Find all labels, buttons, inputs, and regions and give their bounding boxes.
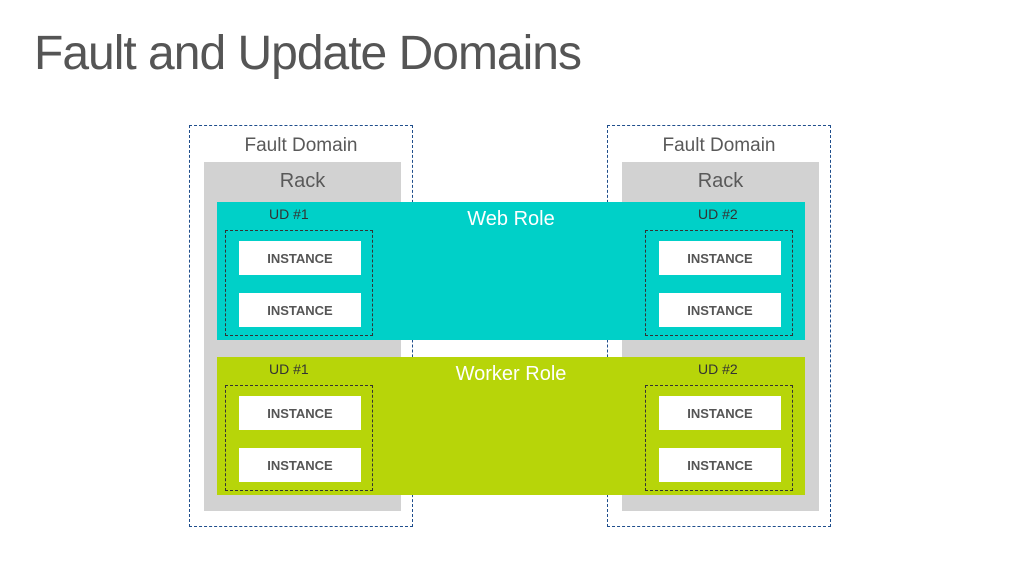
update-domain-box: INSTANCE INSTANCE [645, 385, 793, 491]
slide-title: Fault and Update Domains [34, 27, 582, 80]
instance-box: INSTANCE [659, 448, 781, 482]
web-role-band: Web Role UD #1 INSTANCE INSTANCE UD #2 I… [217, 202, 805, 340]
update-domain-label: UD #1 [269, 361, 309, 377]
update-domain-label: UD #2 [698, 206, 738, 222]
instance-box: INSTANCE [659, 293, 781, 327]
update-domain-label: UD #1 [269, 206, 309, 222]
instance-box: INSTANCE [659, 241, 781, 275]
instance-box: INSTANCE [239, 448, 361, 482]
instance-box: INSTANCE [239, 293, 361, 327]
instance-box: INSTANCE [239, 396, 361, 430]
rack-label: Rack [279, 170, 326, 192]
fault-domain-label: Fault Domain [244, 135, 358, 156]
worker-role-label: Worker Role [455, 363, 567, 385]
update-domain-box: INSTANCE INSTANCE [645, 230, 793, 336]
instance-box: INSTANCE [659, 396, 781, 430]
update-domain-box: INSTANCE INSTANCE [225, 230, 373, 336]
fault-domain-label: Fault Domain [662, 135, 776, 156]
web-role-label: Web Role [467, 208, 555, 230]
update-domain-box: INSTANCE INSTANCE [225, 385, 373, 491]
worker-role-band: Worker Role UD #1 INSTANCE INSTANCE UD #… [217, 357, 805, 495]
rack-label: Rack [697, 170, 744, 192]
instance-box: INSTANCE [239, 241, 361, 275]
update-domain-label: UD #2 [698, 361, 738, 377]
